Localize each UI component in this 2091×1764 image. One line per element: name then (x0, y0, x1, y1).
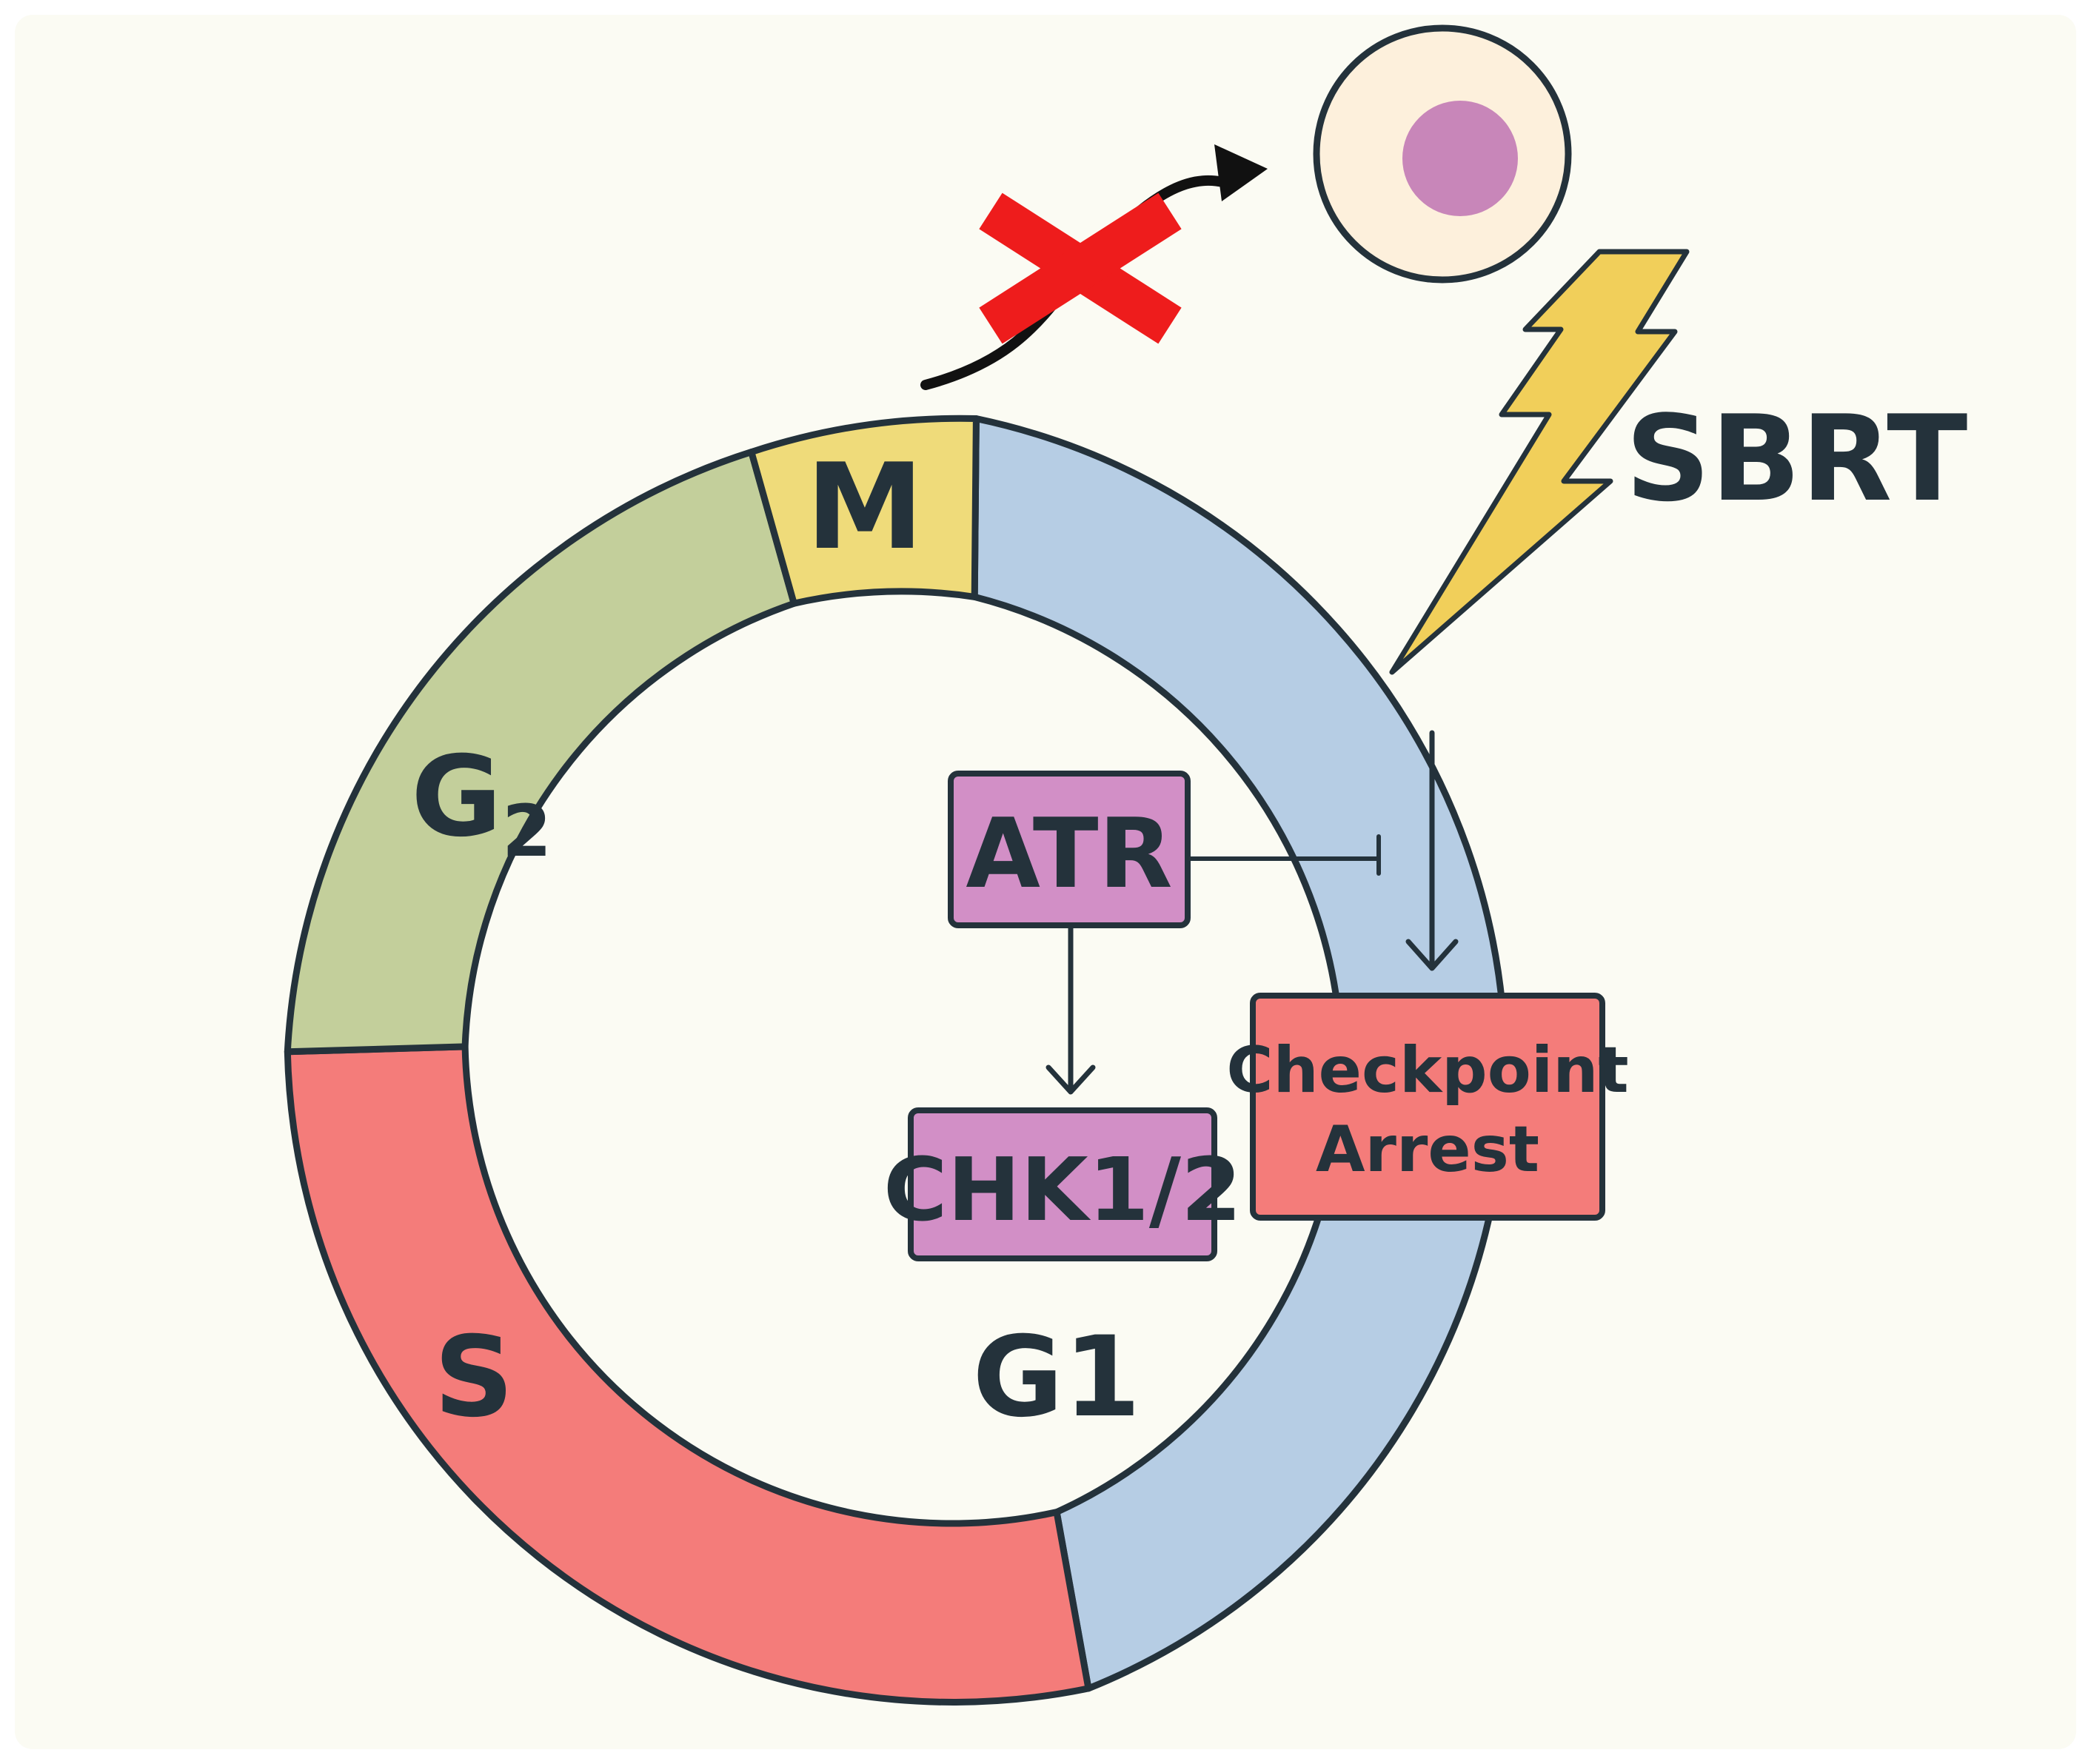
s-phase-segment (284, 1043, 1092, 1706)
cell-cycle-ring (284, 415, 1509, 1706)
checkpoint-label-line2: Arrest (1316, 1113, 1539, 1187)
progression-arrowhead (1214, 144, 1268, 201)
chk-label: CHK1/2 (883, 1138, 1242, 1241)
checkpoint-arrest-box (1250, 993, 1605, 1221)
checkpoint-label-line1: Checkpoint (1226, 1033, 1628, 1107)
atr-label: ATR (966, 797, 1172, 910)
chk-box (908, 1107, 1217, 1261)
g2-phase-label: G2 (411, 733, 552, 873)
m-phase-segment (748, 415, 980, 607)
m-phase-label: M (806, 437, 923, 576)
g2-main-text: G (411, 733, 502, 862)
cell-nucleus (1402, 101, 1518, 216)
lightning-bolt-icon (1389, 249, 1690, 675)
s-phase-label: S (434, 1313, 514, 1442)
x-mark-icon (979, 192, 1182, 344)
atr-inhibition-line (1187, 834, 1381, 876)
g2-phase-segment (284, 449, 797, 1056)
atr-to-chk-arrow (1046, 924, 1096, 1095)
cell-icon (1313, 24, 1572, 284)
g2-subscript: 2 (502, 790, 552, 873)
sbrt-label: SBRT (1625, 389, 1967, 528)
g1-phase-label: G1 (972, 1313, 1141, 1442)
sbrt-to-checkpoint-arrow (1405, 730, 1459, 971)
